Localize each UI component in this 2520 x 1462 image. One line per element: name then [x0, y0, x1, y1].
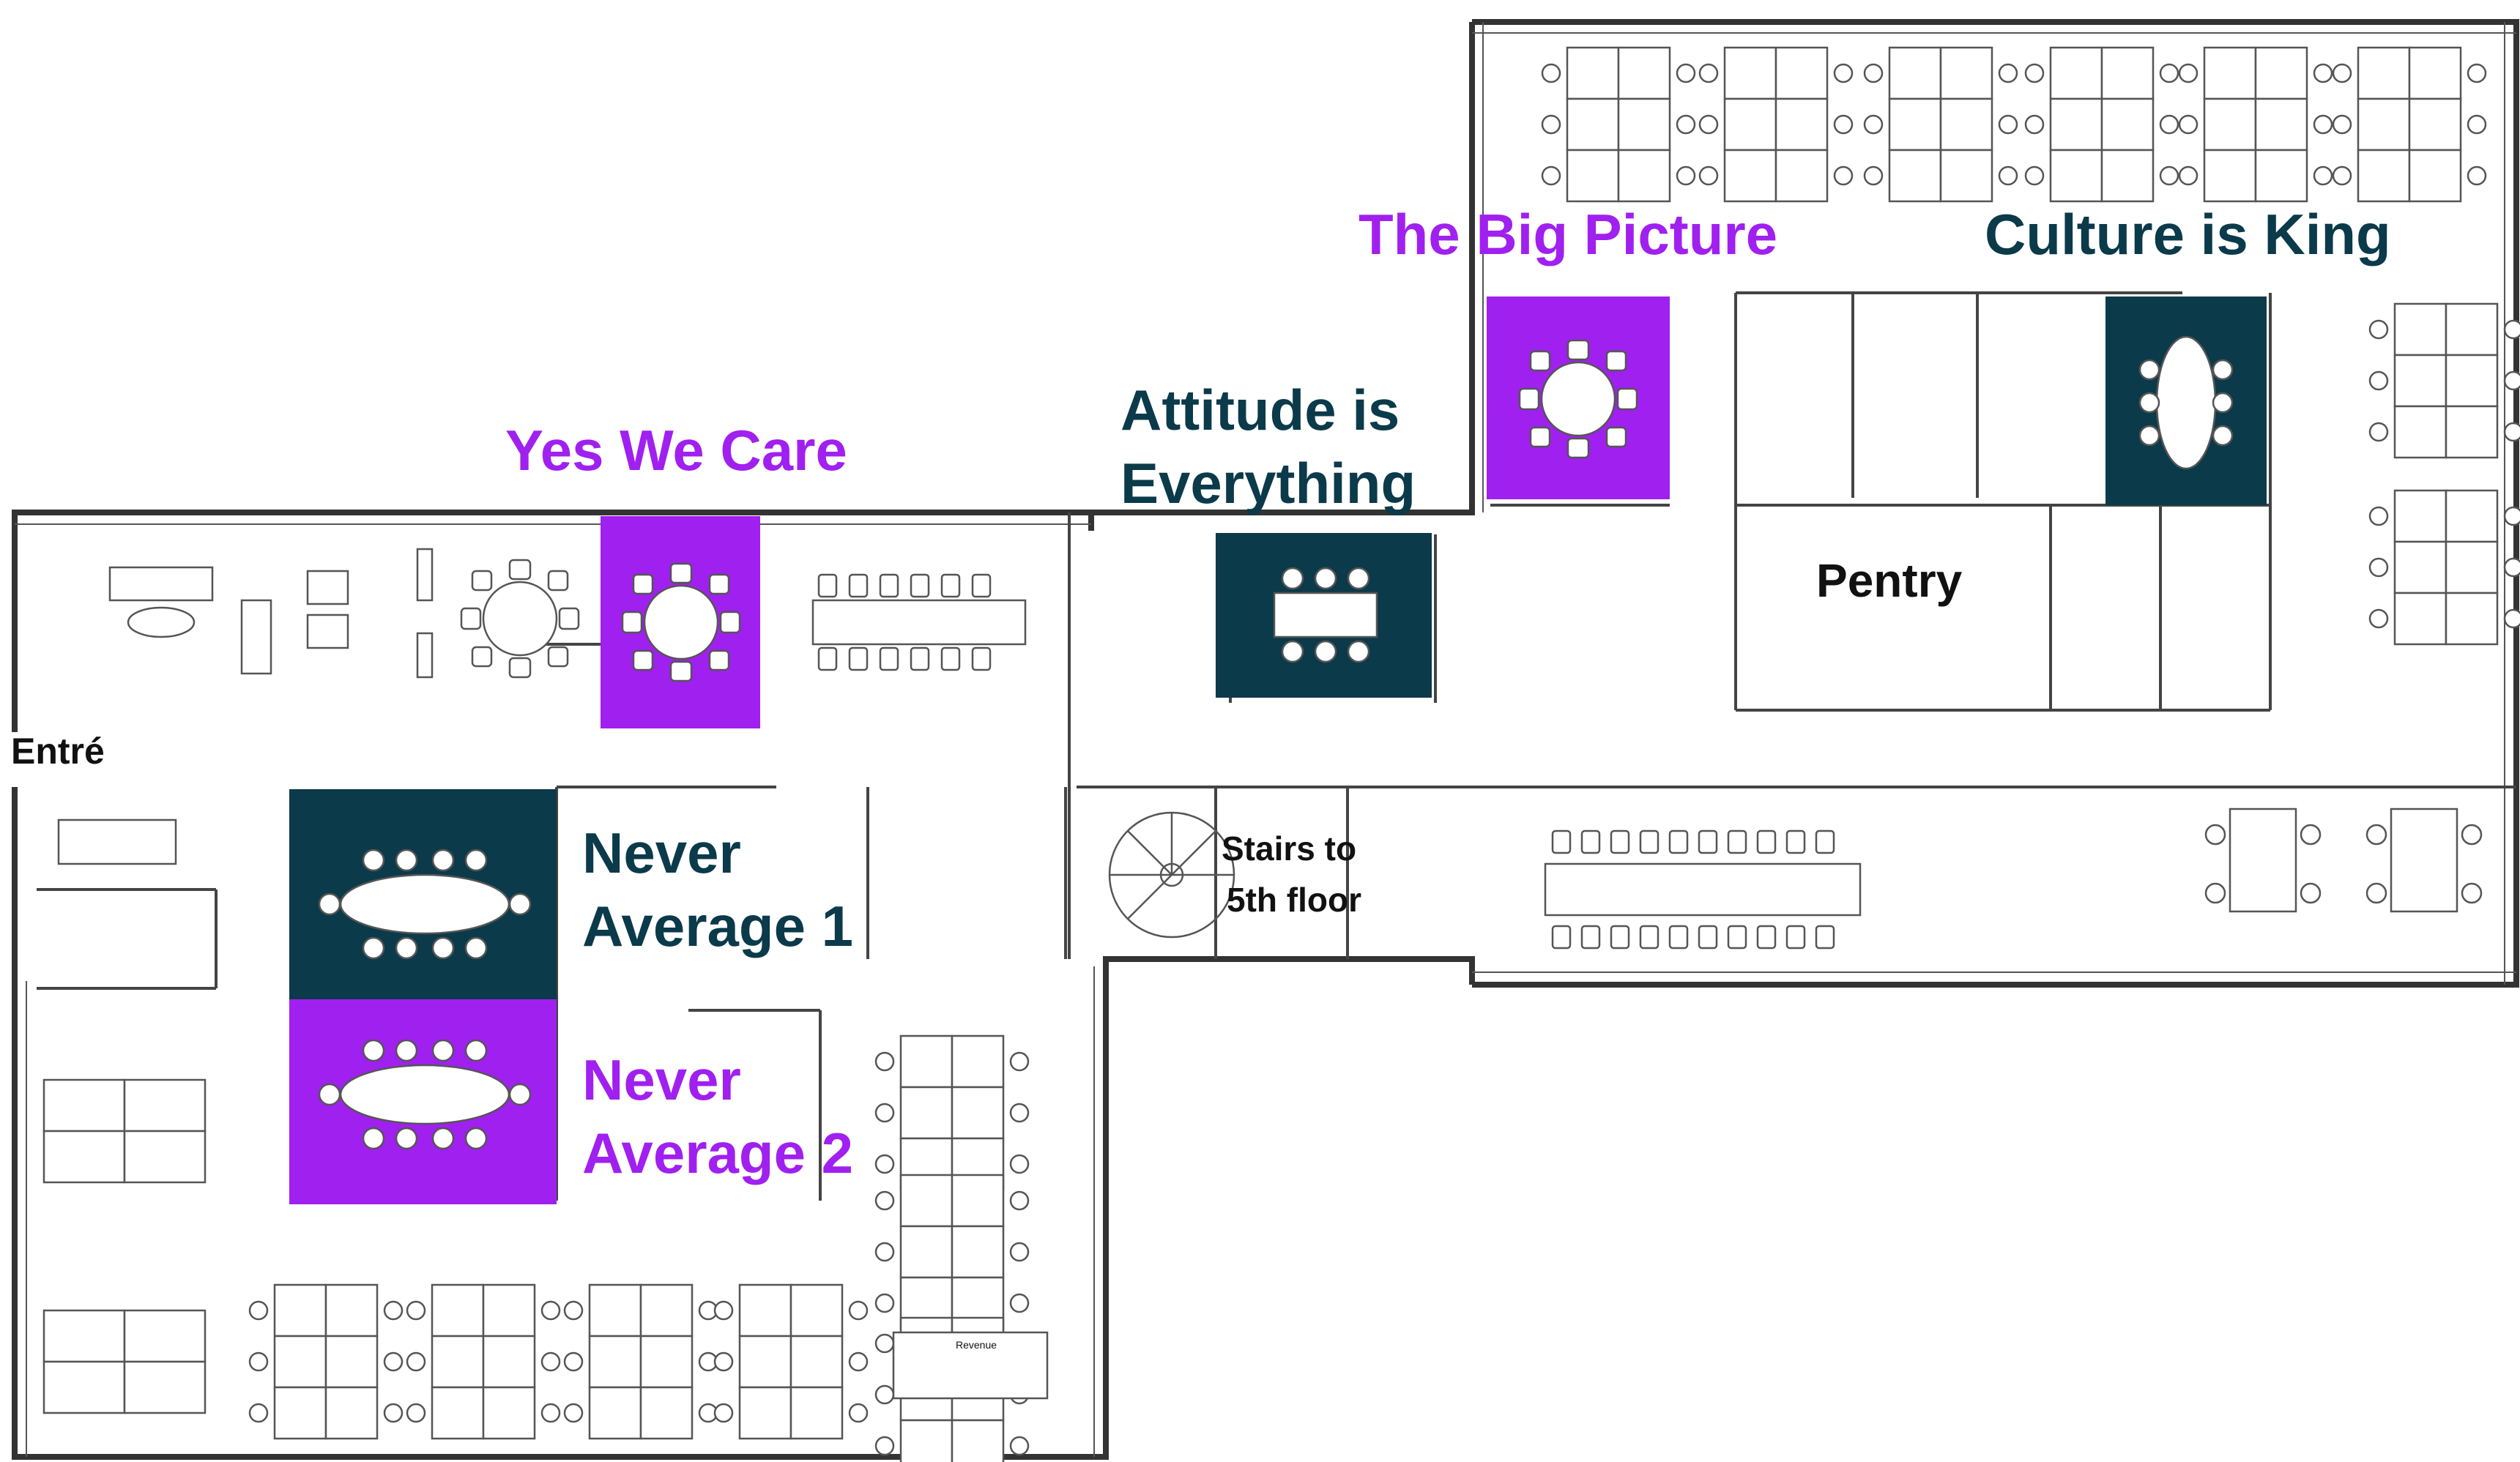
desks-top-right — [1541, 46, 2520, 646]
desks-bottom-right — [2204, 808, 2483, 913]
building-walls — [12, 19, 2519, 1460]
label-the-big-picture: The Big Picture — [1359, 202, 1778, 266]
label-never-average-2-line2: Average 2 — [582, 1121, 854, 1185]
label-entrance: Entré — [11, 731, 105, 772]
label-never-average-2-line1: Never — [582, 1048, 741, 1112]
spiral-stairs — [1108, 811, 1235, 939]
label-revenue: Revenue — [956, 1339, 997, 1351]
label-stairs-line2: 5th floor — [1227, 881, 1361, 919]
label-never-average-1-line2: Average 1 — [582, 894, 854, 958]
label-attitude-line2: Everything — [1120, 451, 1416, 515]
label-stairs-line1: Stairs to — [1222, 829, 1357, 868]
label-pantry: Pentry — [1816, 554, 1963, 607]
long-table-top — [811, 573, 1027, 671]
label-yes-we-care: Yes We Care — [505, 418, 847, 482]
label-culture-is-king: Culture is King — [1985, 202, 2391, 266]
culture-table — [2138, 335, 2234, 470]
long-table-bottom — [1544, 829, 1862, 950]
lounge-furniture — [57, 548, 1049, 1400]
label-attitude-line1: Attitude is — [1120, 378, 1400, 442]
label-never-average-1-line1: Never — [582, 821, 741, 885]
attitude-table — [1273, 567, 1378, 663]
window-hatching — [15, 22, 2516, 1457]
